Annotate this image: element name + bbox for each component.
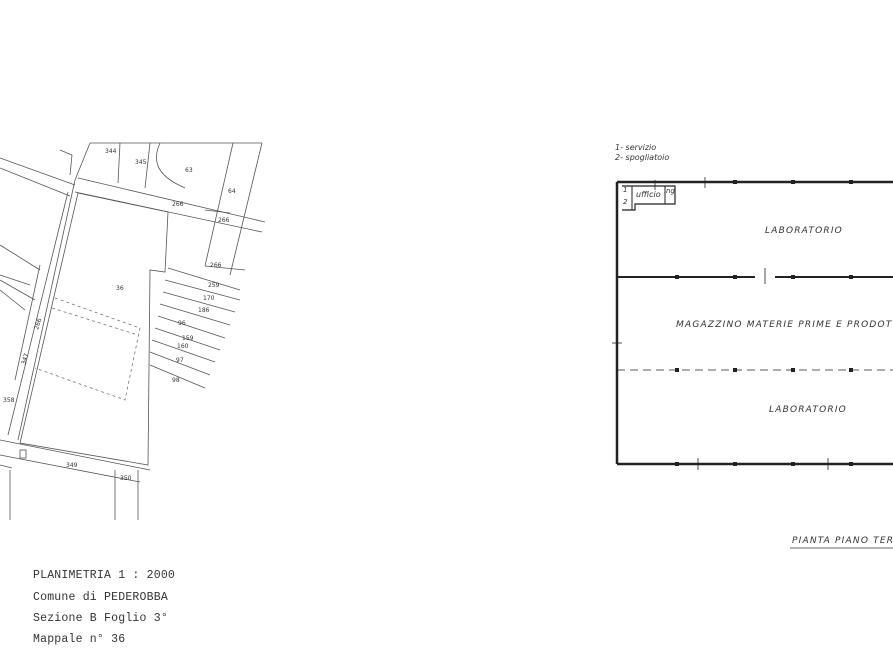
parcel-label: 358 (3, 397, 15, 404)
parcel-label: 97 (176, 357, 184, 364)
floor-plan-caption: PIANTA PIANO TERRA (792, 536, 893, 546)
parcel-label: 345 (135, 159, 147, 166)
room-number: 2 (623, 198, 628, 206)
room-label-laboratorio-bottom: LABORATORIO (769, 405, 847, 415)
parcel-label: 266 (33, 317, 43, 330)
stamp-line-mappale: Mappale n° 36 (33, 633, 126, 646)
parcel-label: 347 (20, 352, 30, 365)
parcel-label: 64 (228, 188, 236, 195)
legend-item: 1- servizio (615, 143, 657, 152)
parcel-label: 160 (177, 343, 189, 350)
parcel-label: 259 (208, 282, 220, 289)
legend-item: 2- spogliatoio (615, 153, 670, 162)
parcel-label: 159 (182, 335, 194, 342)
office-label: ufficio (636, 190, 661, 199)
stamp-line-scale: PLANIMETRIA 1 : 2000 (33, 569, 176, 582)
parcel-label: 186 (198, 307, 210, 314)
parcel-label: 266 (172, 201, 184, 208)
parcel-label: 266 (210, 262, 222, 269)
service-label: ing (664, 187, 675, 195)
parcel-label: 36 (116, 285, 124, 292)
parcel-label: 350 (120, 475, 132, 482)
room-number: 1 (623, 186, 628, 194)
parcel-label: 96 (178, 320, 186, 327)
room-label-magazzino: MAGAZZINO MATERIE PRIME E PRODOTTO (676, 320, 893, 330)
parcel-label: 98 (172, 377, 180, 384)
parcel-label: 63 (185, 167, 193, 174)
stamp-line-comune: Comune di PEDEROBBA (33, 591, 168, 604)
stamp-line-sezione: Sezione B Foglio 3° (33, 612, 168, 625)
parcel-label: 349 (66, 462, 78, 469)
parcel-label: 344 (105, 148, 117, 155)
parcel-label: 266 (218, 217, 230, 224)
room-label-laboratorio-top: LABORATORIO (765, 226, 843, 236)
parcel-label: 170 (203, 295, 215, 302)
